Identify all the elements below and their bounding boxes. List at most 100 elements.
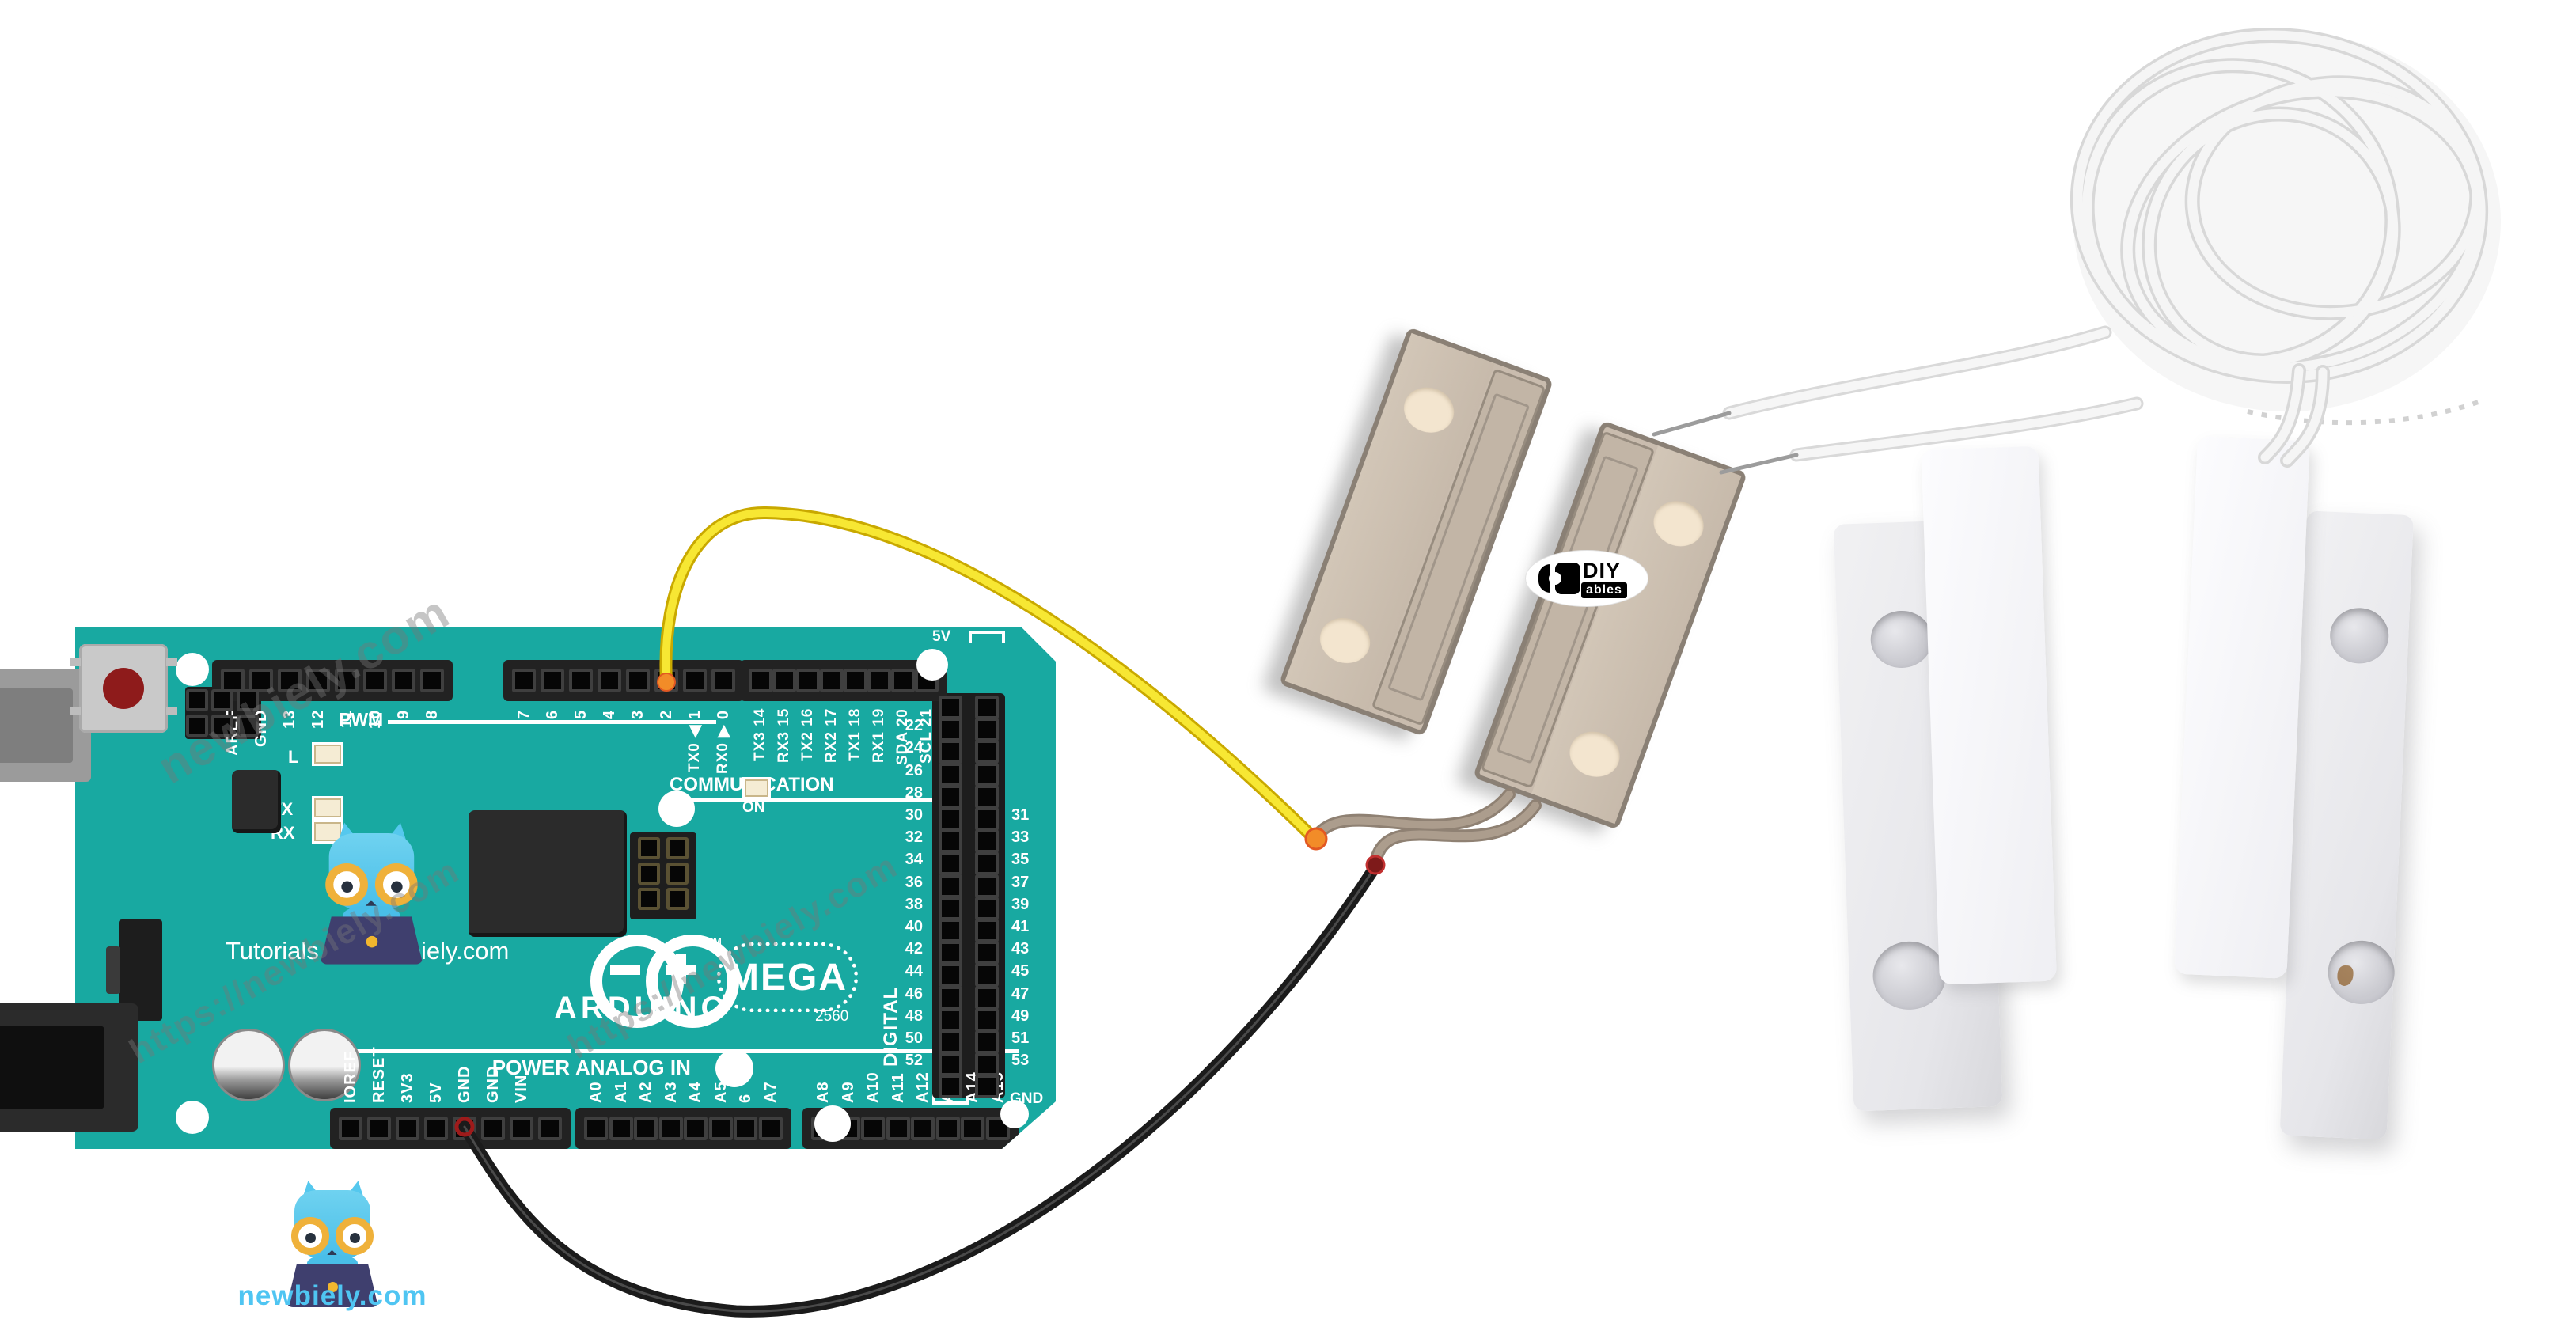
pin-socket (939, 874, 962, 898)
pin-socket (939, 829, 962, 854)
pin-socket (708, 1117, 733, 1140)
digital-pin-number: 36 (905, 873, 923, 891)
pin-socket (975, 985, 999, 1010)
icsp-pin (666, 863, 689, 885)
digital-pin-number: 45 (1011, 962, 1030, 980)
pin-socket (221, 669, 245, 692)
pin-socket (911, 1117, 935, 1140)
digital-pin-number: 34 (905, 851, 923, 869)
pin-socket (711, 669, 735, 692)
capacitor (288, 1029, 361, 1101)
pin-socket (867, 669, 891, 692)
reset-button-tab (70, 658, 81, 666)
pin-socket (975, 807, 999, 831)
icsp-pin (638, 888, 660, 910)
mounting-hole (916, 649, 948, 681)
pin-socket (598, 669, 621, 692)
pin-socket (335, 669, 359, 692)
pin-socket (569, 669, 593, 692)
pin-socket (975, 1075, 999, 1099)
pin-socket (749, 669, 772, 692)
icsp-pin (186, 689, 208, 711)
owl-glasses-left (291, 1217, 329, 1255)
pin-socket (975, 896, 999, 920)
icsp-pin (211, 715, 233, 737)
pin-socket (939, 1030, 962, 1054)
pin-socket (541, 669, 564, 692)
digital-pin-number: 49 (1011, 1007, 1030, 1025)
mega-label: MEGA (727, 956, 848, 999)
pwm-label: PWM (339, 709, 384, 730)
pwm-line (388, 720, 716, 724)
owl-pupil (305, 1233, 316, 1243)
pin-socket (975, 874, 999, 898)
sensor-lead-wires (1310, 788, 1542, 869)
icsp-pin (638, 837, 660, 859)
reset-button-cap (103, 668, 144, 709)
reset-button-tab (70, 707, 81, 715)
owl-laptop (286, 1264, 378, 1307)
pin-socket (392, 669, 415, 692)
analog-in-label: ANALOG IN (575, 1056, 691, 1079)
pin-socket (683, 669, 707, 692)
photo-cable-leads (2258, 363, 2330, 468)
voltage-regulator-tab (106, 946, 120, 994)
pin-socket (510, 1117, 533, 1140)
mounting-hole (814, 1105, 851, 1142)
pin-socket (939, 1007, 962, 1032)
led-on (742, 777, 771, 799)
pin-socket (939, 696, 962, 719)
diyables-badge: DIY ables (1526, 551, 1648, 606)
owl-laptop-dot (328, 1282, 338, 1292)
owl-glasses-right (374, 863, 418, 906)
pin-socket (584, 1117, 608, 1140)
pin-socket (975, 851, 999, 876)
pin-socket (939, 784, 962, 809)
led-tx (312, 796, 343, 820)
digital-pin-number: 30 (905, 806, 923, 824)
pin-socket (975, 1030, 999, 1054)
pin-socket (844, 669, 867, 692)
yellow-tan-junction (1304, 827, 1328, 851)
photo-cable-coil (2070, 28, 2501, 426)
pin-socket (935, 1117, 960, 1140)
owl-glasses-left (325, 863, 368, 906)
usb-port (0, 669, 91, 782)
digital-pin-number: 31 (1011, 806, 1030, 824)
arduino-wordmark: ARDUINO (554, 991, 730, 1026)
pin-socket (939, 941, 962, 965)
pin-socket (975, 941, 999, 965)
digital-pin-number: 53 (1011, 1052, 1030, 1070)
icsp-pin (237, 715, 259, 737)
pin-socket (396, 1117, 419, 1140)
pin-socket (420, 669, 444, 692)
pin-socket (684, 1117, 708, 1140)
wire-yellow-signal (659, 506, 1322, 847)
pin-socket (939, 851, 962, 876)
pin-socket (772, 669, 796, 692)
digital-pin-number: 22 (905, 717, 923, 735)
led-l (312, 742, 343, 766)
pin-socket (975, 740, 999, 764)
digital-pin-number: 48 (905, 1007, 923, 1025)
icsp-pin (237, 689, 259, 711)
led-rx (312, 820, 343, 844)
icsp-pin (666, 888, 689, 910)
pin-socket (424, 1117, 448, 1140)
pin-socket (626, 669, 650, 692)
mcu-2560-label: 2560 (815, 1008, 849, 1025)
pin-socket (939, 1052, 962, 1077)
pin-socket (939, 718, 962, 742)
pin-socket (249, 669, 273, 692)
five-v-bracket-stub (1002, 634, 1005, 643)
gnd-bracket (932, 1101, 969, 1105)
pin-socket (975, 762, 999, 787)
five-v-bracket (969, 631, 1005, 634)
digital-pin-number: 24 (905, 739, 923, 757)
dc-power-jack-opening (0, 1026, 104, 1109)
digital-pin-number: 39 (1011, 895, 1030, 913)
owl-glasses-right (336, 1217, 374, 1255)
digital-pin-number: 38 (905, 895, 923, 913)
